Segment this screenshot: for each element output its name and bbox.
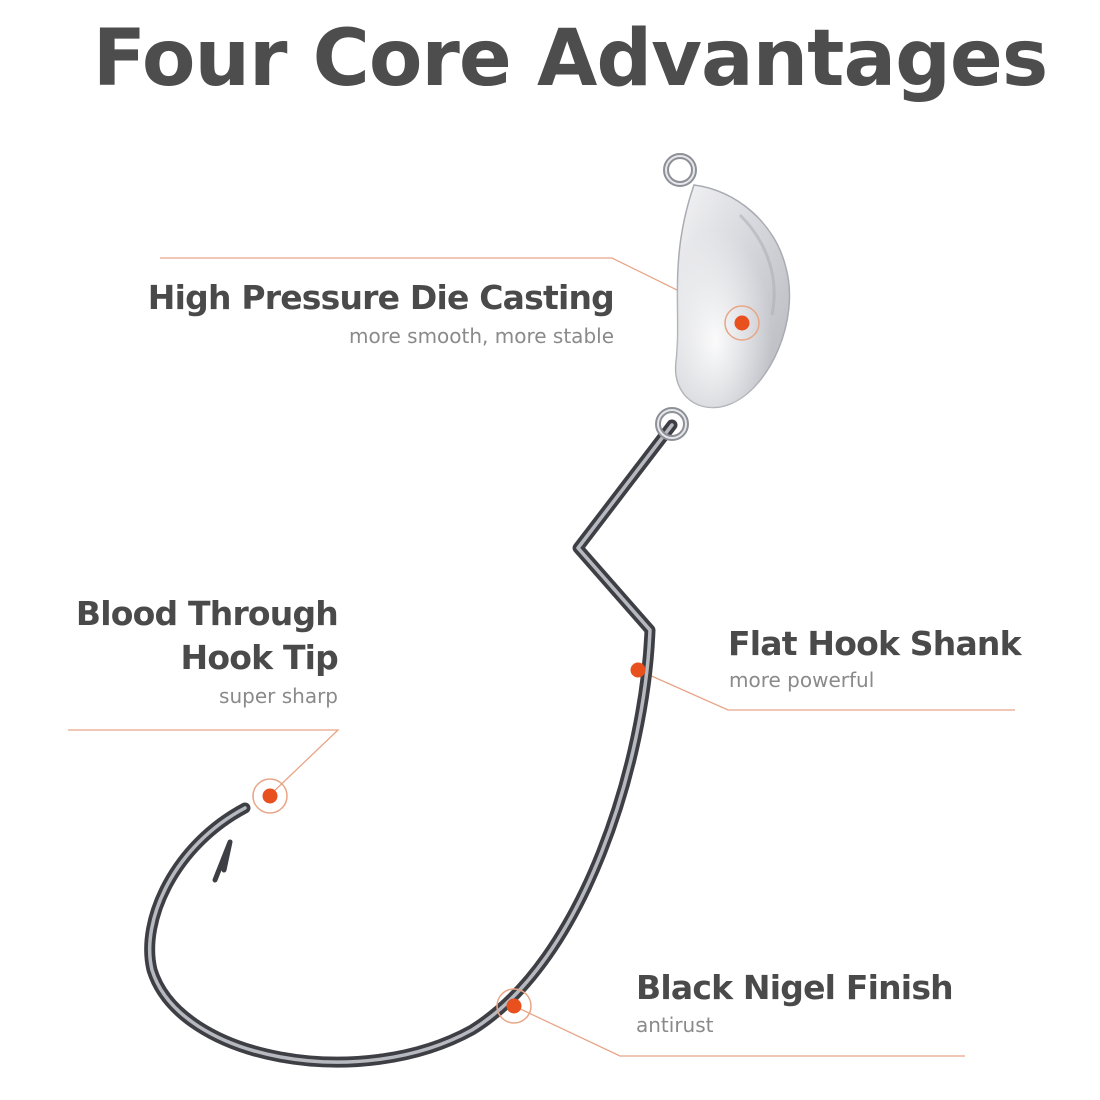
- marker-black-finish: [506, 998, 522, 1014]
- page-title: Four Core Advantages: [92, 14, 1049, 104]
- marker-flat-shank: [630, 662, 646, 678]
- marker-dots: [252, 305, 760, 1024]
- feature-hook-tip-subtitle: super sharp: [219, 684, 338, 708]
- feature-flat-shank-subtitle: more powerful: [729, 668, 875, 692]
- leader-black-finish: [513, 1005, 965, 1057]
- marker-hook-tip: [262, 788, 278, 804]
- feature-black-finish-title: Black Nigel Finish: [636, 968, 954, 1007]
- feature-flat-shank-title: Flat Hook Shank: [728, 624, 1022, 663]
- feature-die-casting-title: High Pressure Die Casting: [147, 278, 615, 317]
- feature-black-finish-subtitle: antirust: [636, 1013, 714, 1037]
- leader-flat-shank: [637, 669, 1015, 711]
- hook-wire: [144, 419, 678, 1068]
- feature-hook-tip-title-line2: Hook Tip: [180, 638, 339, 677]
- marker-die-casting: [734, 315, 750, 331]
- feature-die-casting-subtitle: more smooth, more stable: [348, 324, 614, 348]
- feature-hook-tip-title-line1: Blood Through: [75, 594, 339, 633]
- leader-hook-tip: [68, 729, 340, 796]
